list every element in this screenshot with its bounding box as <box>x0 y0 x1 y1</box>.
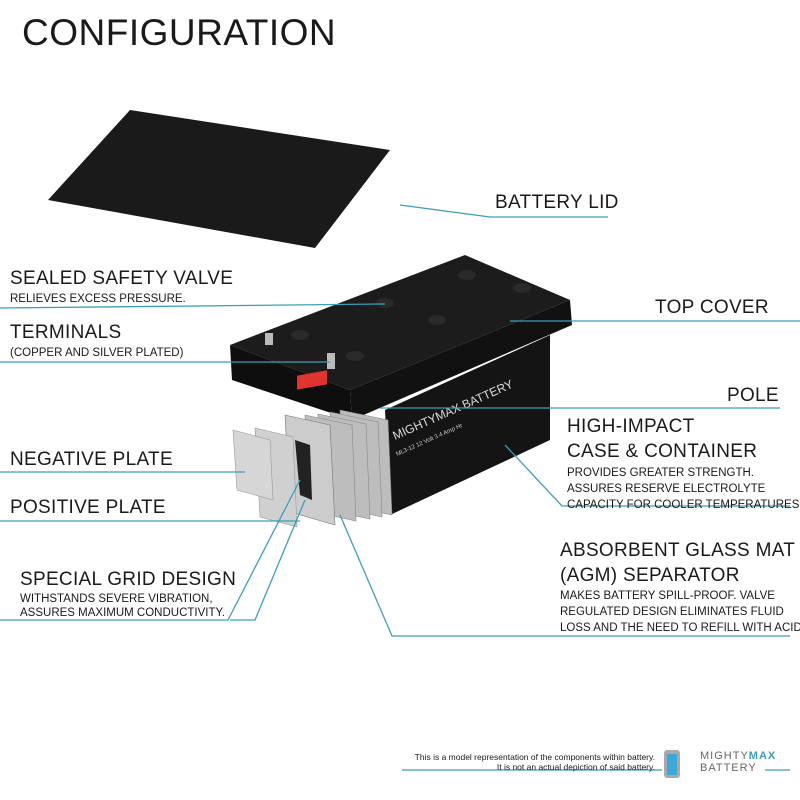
top-cover-front <box>230 345 352 420</box>
logo-text-mighty: MIGHTY <box>700 750 749 762</box>
logo-text-battery: BATTERY <box>700 762 757 774</box>
label-case-desc-2: ASSURES RESERVE ELECTROLYTE <box>567 483 766 495</box>
label-agm-line2: (AGM) SEPARATOR <box>560 565 740 586</box>
label-sealed-safety-valve-desc: RELIEVES EXCESS PRESSURE. <box>10 293 186 305</box>
label-negative-plate: NEGATIVE PLATE <box>10 449 173 470</box>
label-battery-lid: BATTERY LID <box>495 192 619 213</box>
mightymax-logo: MIGHTYMAX BATTERY <box>700 750 776 774</box>
terminal-red-cap <box>297 370 327 390</box>
label-special-grid-desc-1: WITHSTANDS SEVERE VIBRATION, <box>20 593 213 605</box>
disclaimer: This is a model representation of the co… <box>415 752 655 772</box>
label-positive-plate: POSITIVE PLATE <box>10 497 166 518</box>
leader-lines <box>0 204 800 771</box>
top-cover-side <box>350 300 572 420</box>
case-shape <box>385 335 550 515</box>
label-case-line1: HIGH-IMPACT <box>567 416 695 437</box>
disclaimer-line-2: It is not an actual depiction of said ba… <box>496 762 655 772</box>
terminal-shape-2 <box>265 333 273 345</box>
label-pole: POLE <box>727 385 779 406</box>
label-agm-line1: ABSORBENT GLASS MAT <box>560 540 796 561</box>
label-case-desc-1: PROVIDES GREATER STRENGTH. <box>567 467 755 479</box>
negative-plate-shape <box>232 429 274 501</box>
label-top-cover: TOP COVER <box>655 297 769 318</box>
battery-lid-shape <box>48 110 390 248</box>
disclaimer-line-1: This is a model representation of the co… <box>414 752 655 762</box>
grid-pattern <box>295 440 312 500</box>
logo-text-max: MAX <box>748 750 777 762</box>
label-case-line2: CASE & CONTAINER <box>567 441 758 462</box>
label-special-grid: SPECIAL GRID DESIGN <box>20 569 237 590</box>
page-title: CONFIGURATION <box>22 12 337 53</box>
label-agm-desc-2: REGULATED DESIGN ELIMINATES FLUID <box>560 606 784 618</box>
label-agm-desc-1: MAKES BATTERY SPILL-PROOF. VALVE <box>560 590 775 602</box>
terminal-shape <box>327 353 335 369</box>
label-agm-desc-3: LOSS AND THE NEED TO REFILL WITH ACID. <box>560 622 800 634</box>
label-terminals-desc: (COPPER AND SILVER PLATED) <box>10 347 184 359</box>
logo-battery-fill <box>667 754 677 775</box>
label-sealed-safety-valve: SEALED SAFETY VALVE <box>10 268 234 289</box>
label-case-desc-3: CAPACITY FOR COOLER TEMPERATURES. <box>567 499 800 511</box>
label-special-grid-desc-2: ASSURES MAXIMUM CONDUCTIVITY. <box>20 607 225 619</box>
top-cover-shape <box>230 255 570 390</box>
label-terminals: TERMINALS <box>10 322 122 343</box>
cover-bosses <box>291 270 531 361</box>
